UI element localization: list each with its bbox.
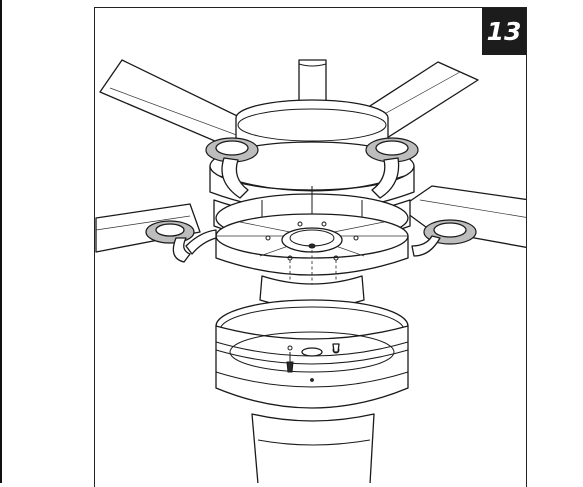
- page-margin-rule: [0, 0, 2, 483]
- mounting-plate: [215, 213, 409, 276]
- light-kit-housing: [215, 299, 409, 409]
- screw-left: [286, 352, 294, 373]
- screw-right: [332, 343, 340, 353]
- fan-blade-right-lower: [399, 185, 526, 248]
- step-number-badge: 13: [482, 8, 526, 55]
- blade-iron-left-lower: [145, 220, 217, 263]
- blade-iron-left-upper: [205, 137, 259, 199]
- blade-iron-right-lower: [411, 219, 477, 257]
- light-glass: [251, 413, 375, 483]
- blade-iron-right-upper: [365, 137, 419, 199]
- step-frame: 13: [94, 7, 527, 487]
